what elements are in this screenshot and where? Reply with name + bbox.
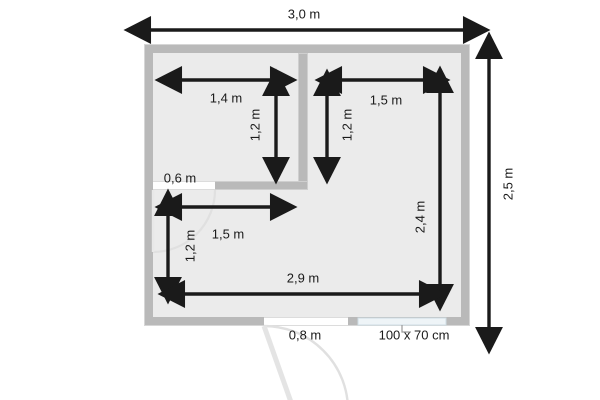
interior-door-opening[interactable] bbox=[153, 181, 215, 190]
dimension-arrows bbox=[123, 16, 503, 355]
label-bottom-room-height: 1,2 m bbox=[182, 229, 198, 263]
label-bottom-room-width: 1,5 m bbox=[211, 226, 245, 242]
label-overall-height: 2,5 m bbox=[500, 167, 516, 201]
door-swings bbox=[151, 189, 349, 400]
entrance-door-arc bbox=[263, 324, 349, 400]
label-right-inner-height: 2,4 m bbox=[412, 200, 428, 234]
entrance-door-opening[interactable] bbox=[264, 317, 348, 326]
label-tl-room-height: 1,2 m bbox=[247, 108, 263, 142]
window-glass bbox=[357, 317, 447, 326]
partition-wall-horizontal bbox=[153, 181, 308, 190]
label-tl-room-width: 1,4 m bbox=[209, 90, 243, 106]
label-tr-room-height: 1,2 m bbox=[339, 108, 355, 142]
wall-openings bbox=[153, 181, 447, 333]
window-leader-line bbox=[401, 325, 411, 333]
label-overall-width: 3,0 m bbox=[287, 6, 321, 22]
label-entrance-door-width: 0,8 m bbox=[288, 327, 322, 343]
label-tr-room-width: 1,5 m bbox=[369, 92, 403, 108]
entrance-door-leaf bbox=[261, 325, 293, 400]
label-window-size: 100 x 70 cm bbox=[378, 327, 450, 343]
partition-wall-vertical bbox=[298, 53, 308, 190]
label-interior-door-width: 0,6 m bbox=[163, 170, 197, 186]
label-bottom-inner-width: 2,9 m bbox=[286, 270, 320, 286]
